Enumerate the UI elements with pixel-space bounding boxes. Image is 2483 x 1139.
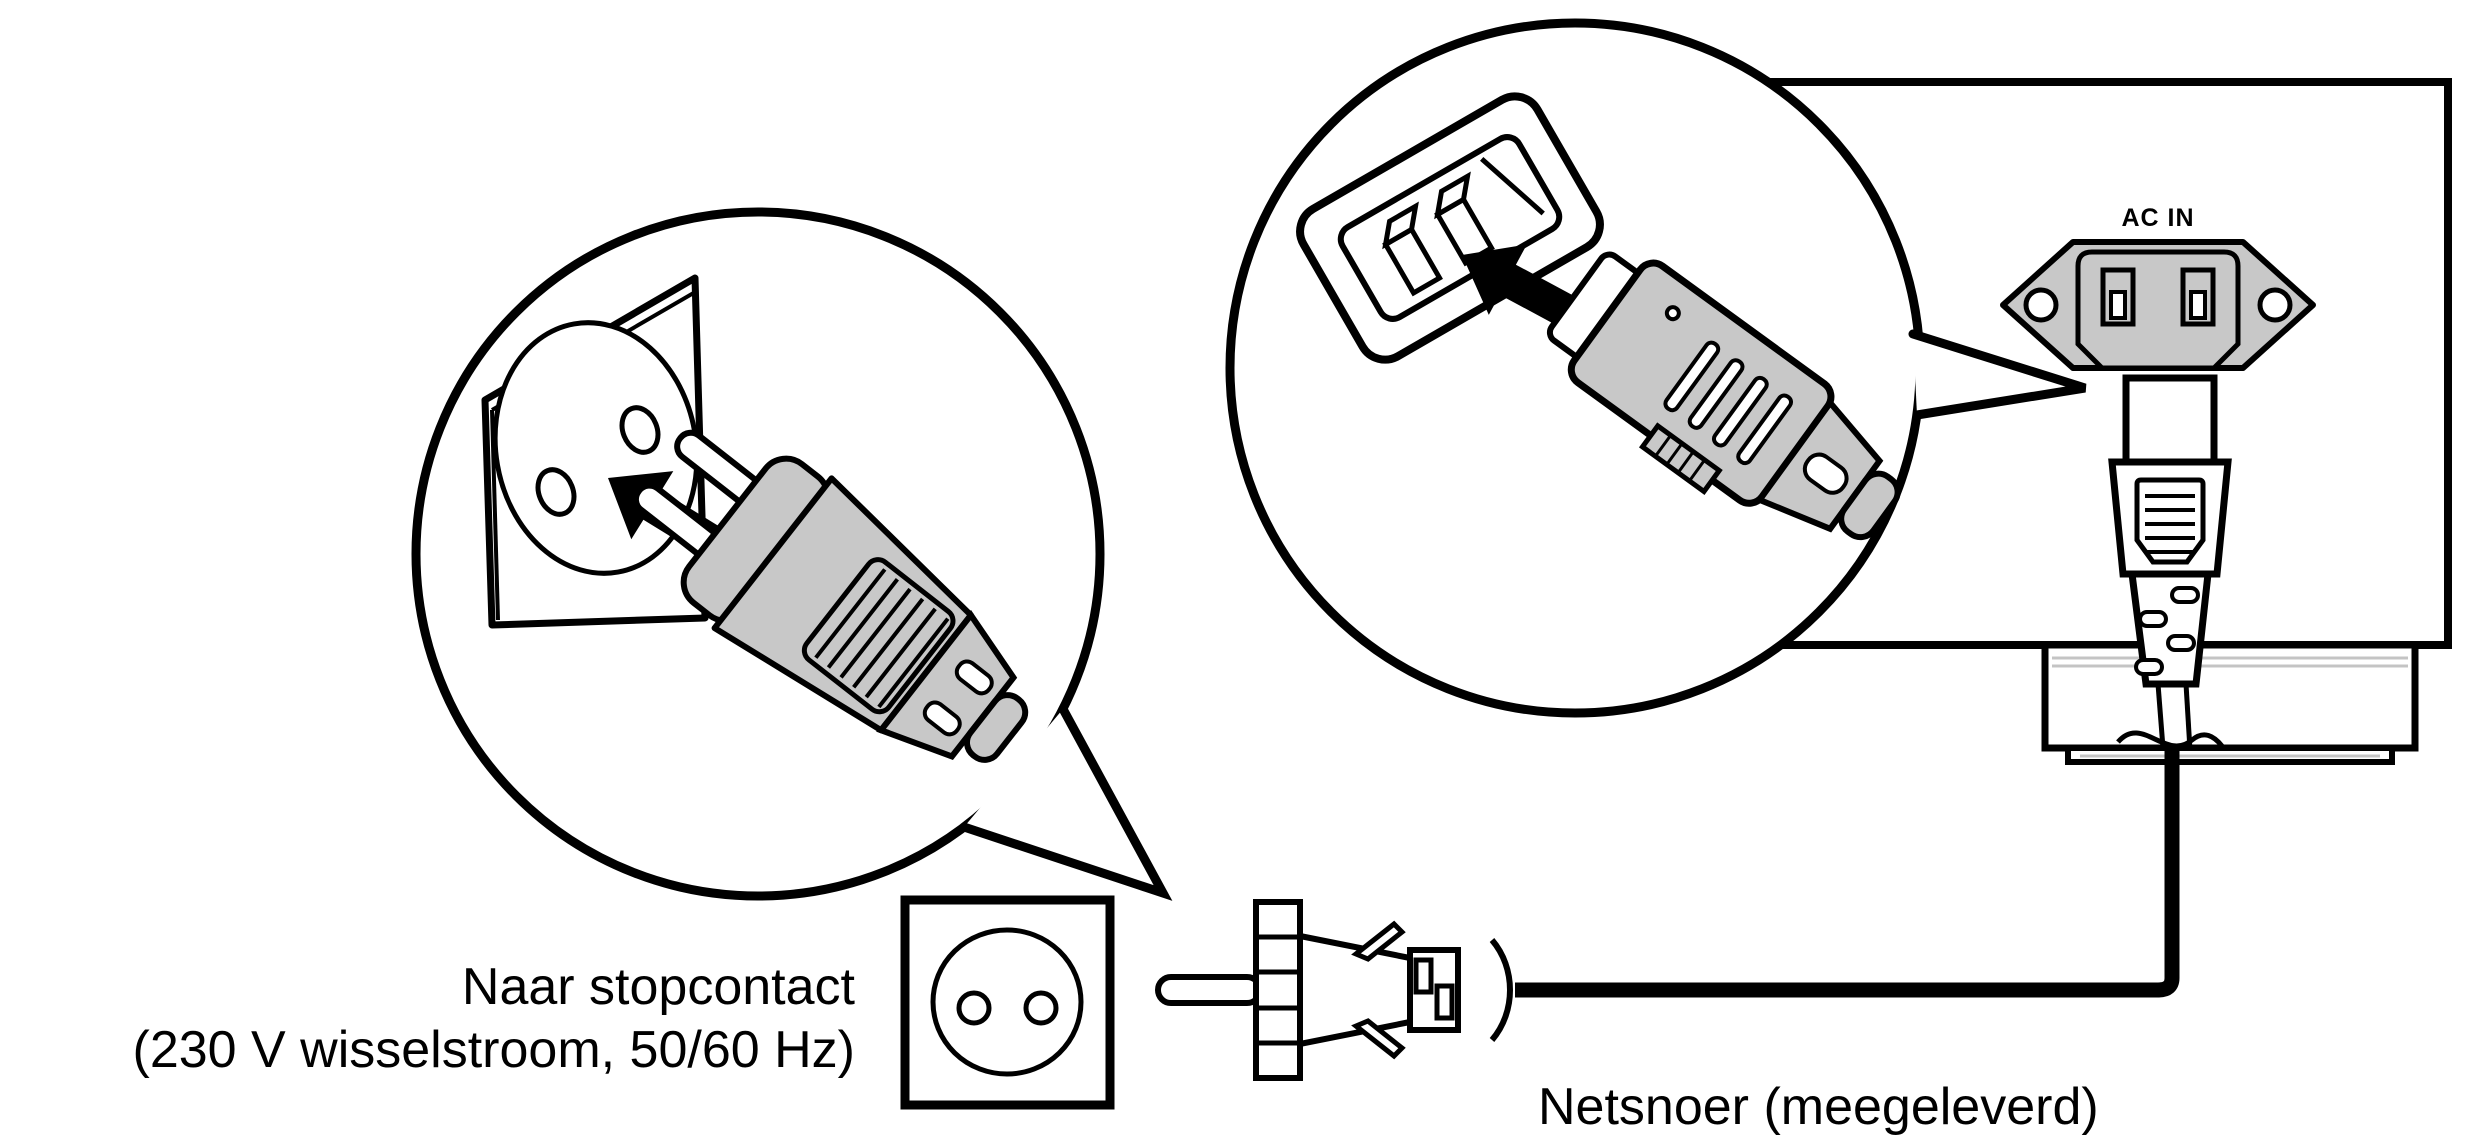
right-callout-circle: [1225, 18, 2087, 718]
plug-symbol: [1155, 899, 1513, 1081]
c13-plug-magnified: [1546, 251, 1901, 541]
wall-outlet-caption-line1: Naar stopcontact: [462, 958, 856, 1016]
plug-grip-ribs: [2145, 494, 2195, 554]
euro-plug-magnified: [632, 429, 1029, 763]
ac-inlet-magnified: [1296, 92, 1604, 364]
ac-in-label: AC IN: [2121, 204, 2194, 232]
left-callout-tail: [964, 709, 1163, 893]
inlet-screw-hole-right: [2257, 287, 2293, 323]
strain-relief-slots: [2134, 586, 2200, 676]
device-foot: [2041, 641, 2419, 765]
plug-symbol-pin: [1155, 974, 1263, 1006]
plug-grip-pad: [2134, 477, 2206, 565]
inserted-power-plug: [2108, 374, 2232, 751]
left-callout-circle: [411, 207, 1173, 901]
power-cord-caption: Netsnoer (meegeleverd): [1538, 1078, 2099, 1136]
cable-start-curve: [1489, 938, 1513, 1042]
power-cable: [1515, 745, 2180, 998]
wall-outlet-caption-line2: (230 V wisselstroom, 50/60 Hz): [133, 1021, 856, 1079]
wall-outlet-plate: [481, 274, 709, 629]
inlet-screw-hole-left: [2023, 287, 2059, 323]
outlet-symbol: [900, 895, 1115, 1110]
cable-squiggle: [2116, 730, 2224, 749]
ac-inlet-socket: [2000, 239, 2316, 371]
outlet-hole-right: [619, 405, 661, 455]
outlet-hole-left: [535, 467, 577, 517]
